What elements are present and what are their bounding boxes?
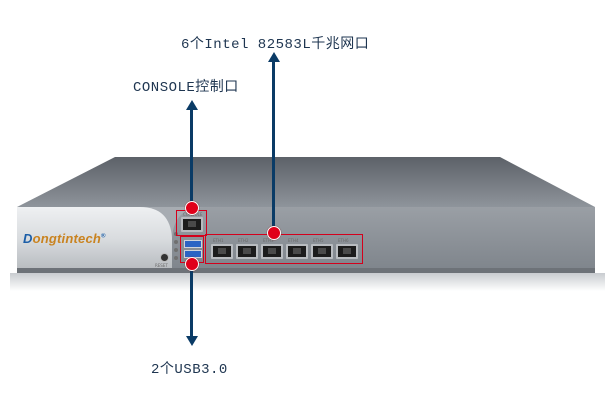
lan-port-label: ETH2	[238, 238, 249, 243]
usb-callout-dot	[185, 257, 199, 271]
console-port[interactable]	[181, 217, 203, 232]
brand-logo: Dongtintech®	[23, 231, 106, 246]
lan-callout-line	[272, 60, 275, 232]
usb-arrow-head	[185, 336, 198, 346]
console-callout-line	[190, 108, 193, 206]
usb-callout-line	[190, 264, 193, 336]
lan-port-4[interactable]	[286, 244, 308, 259]
console-port-callout-label: CONSOLE控制口	[133, 80, 239, 96]
lan-port-6[interactable]	[336, 244, 358, 259]
lan-callout-dot	[267, 226, 281, 240]
chassis-top	[17, 157, 595, 207]
reset-label: RESET	[155, 263, 168, 268]
lan-port-label: ETH6	[338, 238, 349, 243]
usb-ports-label: 2个USB3.0	[151, 362, 228, 378]
lan-port-label: ETH4	[288, 238, 299, 243]
lan-highlight-box	[205, 234, 363, 264]
console-callout-dot	[185, 201, 199, 215]
status-led	[174, 256, 178, 260]
front-bezel-left	[17, 207, 172, 270]
lan-port-2[interactable]	[236, 244, 258, 259]
lan-port-label: ETH1	[213, 238, 224, 243]
lan-arrow-head	[267, 52, 280, 62]
lan-port-3[interactable]	[261, 244, 283, 259]
reset-button[interactable]	[160, 253, 169, 262]
lan-port-label: ETH5	[313, 238, 324, 243]
lan-port-1[interactable]	[211, 244, 233, 259]
lan-port-5[interactable]	[311, 244, 333, 259]
console-arrow-head	[185, 100, 198, 110]
status-led	[174, 248, 178, 252]
lan-port-label: ETH3	[263, 238, 274, 243]
status-led	[174, 240, 178, 244]
lan-ports-label: 6个Intel 82583L千兆网口	[181, 37, 370, 53]
usb-port-1[interactable]	[184, 240, 202, 248]
